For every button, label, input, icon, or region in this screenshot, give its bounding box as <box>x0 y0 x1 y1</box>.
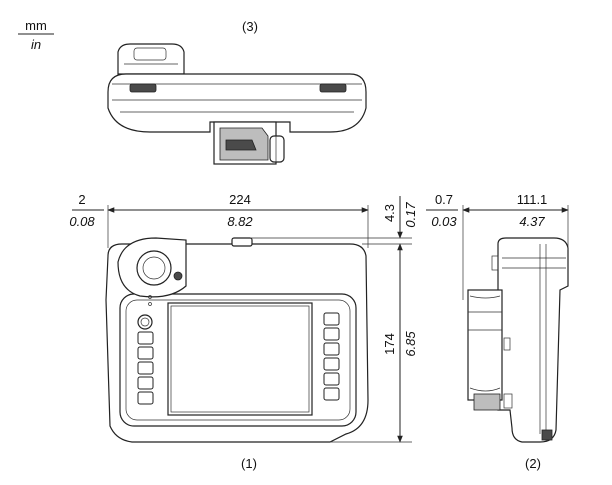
side-view <box>467 237 569 443</box>
unit-mm: mm <box>25 18 47 33</box>
side-offset-mm-label: 0.7 <box>435 192 453 207</box>
view-label-top: (3) <box>242 19 258 34</box>
top-view <box>107 43 367 165</box>
unit-in: in <box>31 37 41 52</box>
width-in-label: 8.82 <box>227 214 253 229</box>
side-dimensions: 0.7 0.03 111.1 4.37 <box>426 192 569 300</box>
view-label-front: (1) <box>241 456 257 471</box>
height-in-label: 6.85 <box>403 331 418 357</box>
offset-mm-label: 2 <box>78 192 85 207</box>
top-offset-mm-label: 4.3 <box>382 204 397 222</box>
depth-in-label: 4.37 <box>519 214 545 229</box>
depth-mm-label: 111.1 <box>517 192 548 207</box>
view-label-side: (2) <box>525 456 541 471</box>
front-view <box>105 237 369 443</box>
width-mm-label: 224 <box>229 192 251 207</box>
offset-in-label: 0.08 <box>69 214 95 229</box>
front-dimensions: 224 8.82 2 0.08 4.3 0.17 174 6.85 <box>69 192 418 443</box>
top-offset-in-label: 0.17 <box>403 202 418 228</box>
side-offset-in-label: 0.03 <box>431 214 457 229</box>
height-mm-label: 174 <box>382 333 397 355</box>
